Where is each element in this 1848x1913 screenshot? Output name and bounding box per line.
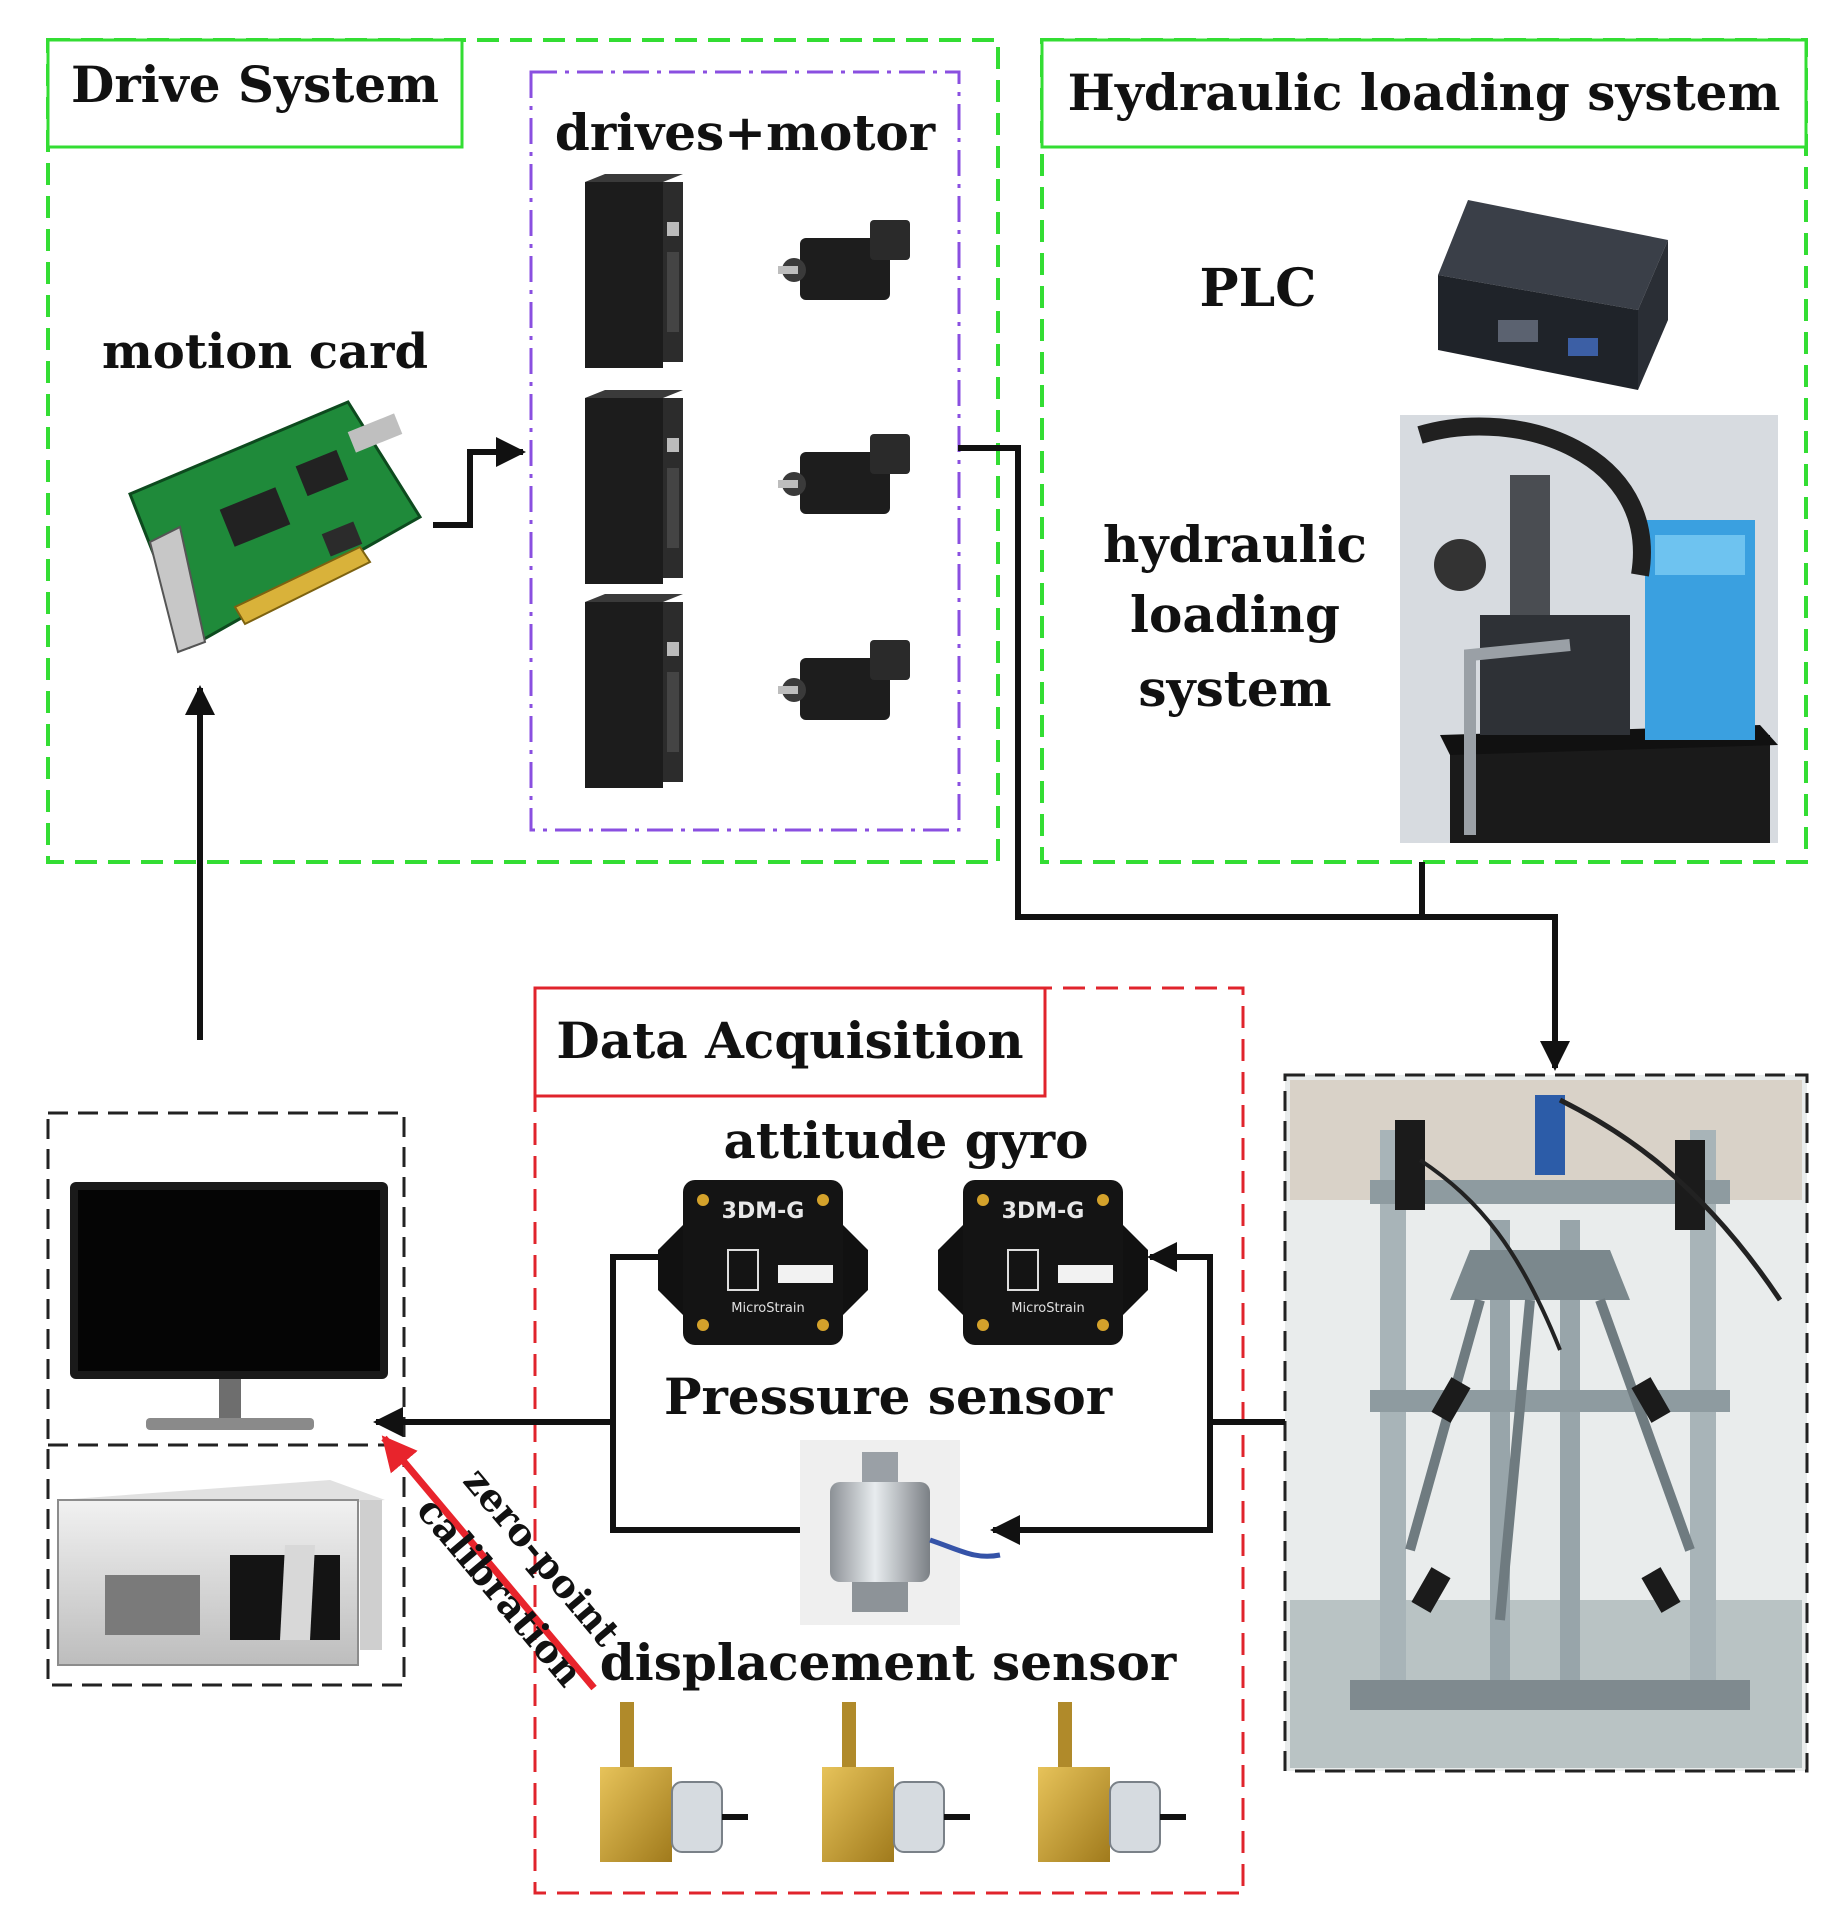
servo-drive-icon [585, 390, 683, 584]
drive-system-panel: Drive System motion card drives+motor [46, 38, 1000, 864]
test-rig-panel [1283, 1073, 1809, 1773]
connector-rig-to-pressure [990, 1422, 1213, 1545]
calibration-indicator: zero-point calibration [381, 1435, 630, 1695]
industrial-pc-icon [57, 1480, 385, 1666]
gyro-maker-text: MicroStrain [1011, 1301, 1085, 1316]
computer-border [46, 1111, 406, 1687]
calibration-arrow [381, 1435, 597, 1691]
drive-system-title: Drive System [71, 55, 439, 114]
data-acquisition-title: Data Acquisition [556, 1011, 1023, 1070]
displacement-sensor-icon [1038, 1702, 1186, 1862]
gyro-maker-text: MicroStrain [731, 1301, 805, 1316]
connector-rig-to-sensors [1147, 1242, 1285, 1425]
attitude-gyro-icon: 3DM-G MicroStrain [938, 1180, 1148, 1345]
hydraulic-system-panel: Hydraulic loading system PLC hydraulic l… [1040, 38, 1808, 864]
attitude-gyro-label: attitude gyro [724, 1111, 1089, 1170]
plc-label: PLC [1199, 258, 1316, 319]
pressure-sensor-label: Pressure sensor [664, 1367, 1113, 1426]
servo-motor-icon [778, 640, 910, 720]
monitor-icon [70, 1182, 388, 1430]
gyro-brand-text: 3DM-G [722, 1199, 805, 1224]
servo-drive-icon [585, 594, 683, 788]
pressure-sensor-icon [800, 1440, 1001, 1625]
motion-card-label: motion card [102, 324, 428, 380]
hydraulic-unit-photo [1400, 415, 1778, 843]
attitude-gyro-icon: 3DM-G MicroStrain [658, 1180, 868, 1345]
servo-motor-icon [778, 220, 910, 300]
connector-drives-to-rig [958, 445, 1570, 1071]
data-acquisition-panel: Data Acquisition attitude gyro 3DM-G Mic… [533, 986, 1245, 1895]
connector-card-to-drives [433, 437, 526, 528]
hydraulic-loading-label-line2: loading [1130, 585, 1340, 644]
hydraulic-system-title: Hydraulic loading system [1068, 63, 1781, 122]
data-acquisition-title-box [533, 986, 1047, 1098]
plc-icon [1438, 200, 1668, 390]
computer-panel [46, 1111, 406, 1687]
displacement-sensor-label: displacement sensor [600, 1633, 1177, 1692]
connectors [185, 437, 1570, 1545]
test-rig-photo [1290, 1080, 1802, 1768]
hydraulic-loading-label-line1: hydraulic [1103, 515, 1367, 574]
drive-system-title-box [46, 38, 464, 149]
displacement-sensor-icon [822, 1702, 970, 1862]
motion-card-icon [128, 400, 423, 654]
gyro-brand-text: 3DM-G [1002, 1199, 1085, 1224]
drives-motor-label: drives+motor [555, 103, 936, 162]
hydraulic-loading-label-line3: system [1138, 659, 1331, 718]
servo-drive-icon [585, 174, 683, 368]
servo-motor-icon [778, 434, 910, 514]
data-acquisition-border [533, 986, 1245, 1895]
displacement-sensor-icon [600, 1702, 748, 1862]
hydraulic-system-title-box [1040, 38, 1808, 149]
connector-gyro-return [610, 1254, 800, 1533]
